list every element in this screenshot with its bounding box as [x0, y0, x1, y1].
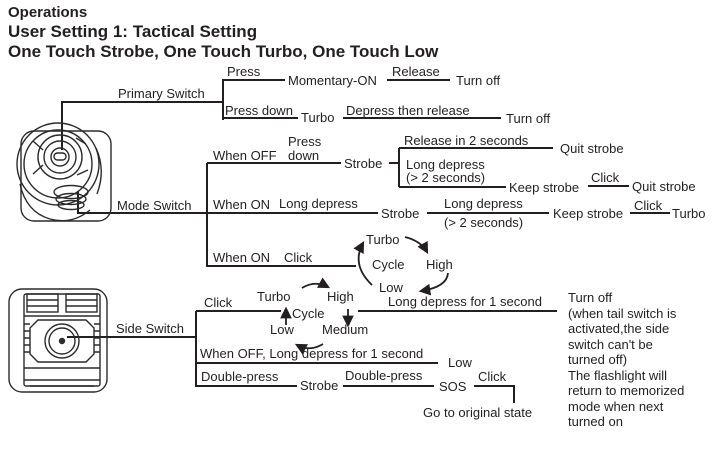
- side-click-result-note: Turn off (when tail switch is activated,…: [568, 290, 685, 429]
- side-double-node: Strobe: [300, 378, 339, 393]
- mode-off-action-l1: Press: [288, 134, 322, 149]
- mode-on-long-node: Strobe: [381, 206, 420, 221]
- mode-cycle-arrows: [353, 236, 449, 296]
- side-switch-connectors: [67, 310, 557, 403]
- side-cycle-arrows: [280, 277, 354, 355]
- mode-on-long-action3: Click: [634, 198, 663, 213]
- mode-on-long-action: Long depress: [279, 196, 358, 211]
- mode-on-click-condition: When ON: [213, 250, 271, 265]
- connector-line: [474, 385, 515, 403]
- side-cycle-turbo: Turbo: [257, 289, 291, 304]
- side-cycle-high: High: [327, 289, 354, 304]
- mode-off-long-action-l1: Long depress: [406, 157, 485, 172]
- mode-on-long-result: Turbo: [672, 206, 706, 221]
- side-switch-label: Side Switch: [116, 321, 184, 336]
- cycle-arrow-top-icon: [301, 277, 331, 289]
- primary-b2-action2: Depress then release: [346, 103, 470, 118]
- mode-off-long-action-l2: (> 2 seconds): [406, 170, 486, 185]
- mode-off-long-result: Quit strobe: [632, 179, 696, 194]
- side-offlong-action: When OFF, Long depress for 1 second: [200, 346, 424, 361]
- primary-b2-node: Turbo: [301, 110, 335, 125]
- side-cycle-medium: Medium: [322, 322, 369, 337]
- cycle-arrow-to-turbo-icon: [353, 240, 373, 286]
- mode-off-long-node: Keep strobe: [509, 180, 580, 195]
- mode-on-long-node2: Keep strobe: [553, 206, 624, 221]
- cycle-arrow-to-high-icon: [404, 236, 429, 255]
- mode-cycle-label: Cycle: [372, 257, 405, 272]
- primary-switch-connectors: [61, 79, 501, 150]
- mode-cycle-turbo: Turbo: [366, 232, 400, 247]
- side-click-action: Click: [204, 295, 233, 310]
- mode-cycle-high: High: [426, 257, 453, 272]
- tailcap-switch-illustration: [16, 122, 112, 222]
- primary-b1-action: Press: [227, 64, 261, 79]
- side-double-action: Double-press: [201, 369, 279, 384]
- primary-switch-label: Primary Switch: [118, 86, 205, 101]
- cycle-arrow-bottom-icon: [294, 343, 324, 355]
- mode-on-click-action: Click: [284, 250, 313, 265]
- page-title: Operations: [8, 4, 88, 21]
- mode-off-release-result: Quit strobe: [560, 141, 624, 156]
- page-subtitle-2: One Touch Strobe, One Touch Turbo, One T…: [8, 42, 439, 61]
- page-subtitle-1: User Setting 1: Tactical Setting: [8, 22, 258, 41]
- mode-off-node: Strobe: [344, 156, 383, 171]
- primary-b1-action2: Release: [392, 64, 440, 79]
- mode-on-long-action2-l1: Long depress: [444, 196, 523, 211]
- mode-off-action-l2: down: [288, 148, 320, 163]
- primary-b1-result: Turn off: [456, 73, 501, 88]
- primary-b2-action: Press down: [225, 103, 293, 118]
- side-double-action2: Double-press: [345, 368, 423, 383]
- cycle-arrow-to-low-icon: [418, 272, 449, 296]
- side-double-result: Go to original state: [423, 405, 533, 420]
- mode-off-long-action2: Click: [591, 170, 620, 185]
- side-click-action2: Long depress for 1 second: [388, 294, 542, 309]
- side-switch-illustration: [8, 288, 108, 393]
- mode-switch-label: Mode Switch: [117, 198, 192, 213]
- mode-cycle-low: Low: [379, 280, 403, 295]
- mode-off-release-action: Release in 2 seconds: [404, 133, 529, 148]
- mode-on-long-action2-l2: (> 2 seconds): [444, 215, 524, 230]
- side-cycle-low: Low: [270, 322, 294, 337]
- mode-on-long-condition: When ON: [213, 197, 271, 212]
- connector-line: [61, 101, 224, 150]
- side-cycle-label: Cycle: [292, 306, 325, 321]
- side-offlong-result: Low: [448, 355, 472, 370]
- primary-b2-result: Turn off: [506, 111, 551, 126]
- mode-off-condition: When OFF: [213, 148, 277, 163]
- side-double-node2: SOS: [439, 379, 467, 394]
- primary-b1-node: Momentary-ON: [288, 73, 377, 88]
- side-double-action3: Click: [478, 369, 507, 384]
